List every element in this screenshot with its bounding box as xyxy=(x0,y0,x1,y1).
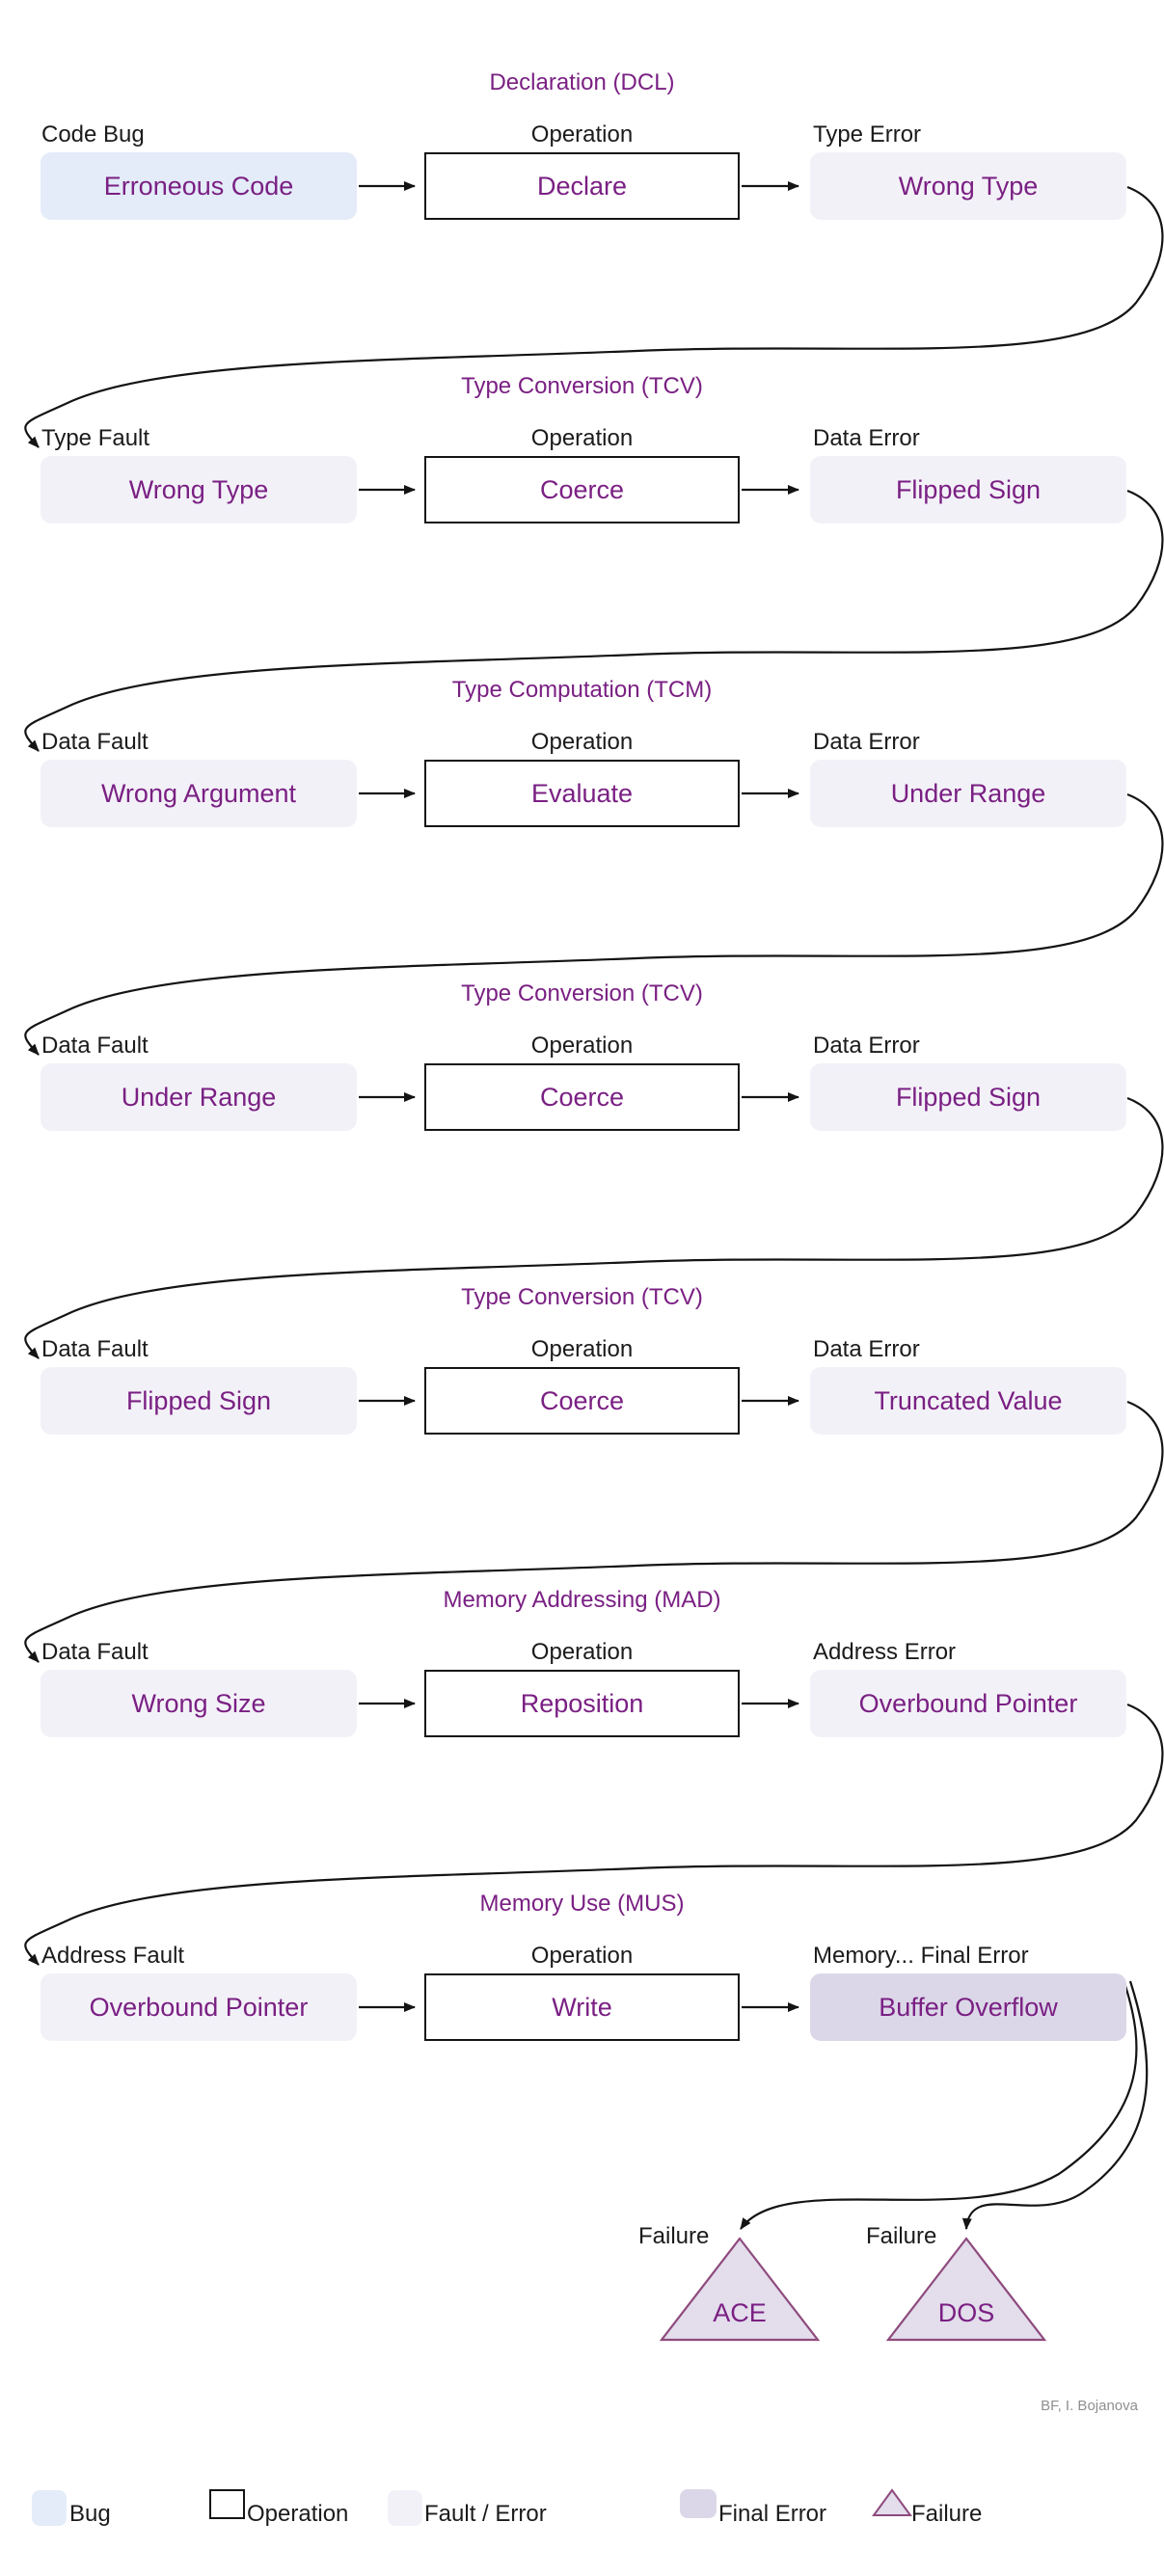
left-column-label: Address Fault xyxy=(41,1943,185,1969)
row-title: Type Computation (TCM) xyxy=(451,677,713,703)
legend-final-error-swatch xyxy=(680,2489,717,2518)
row-title: Memory Use (MUS) xyxy=(479,1891,685,1917)
legend-final-error-label: Final Error xyxy=(718,2501,827,2527)
right-column-label: Data Error xyxy=(813,1336,920,1362)
legend-operation-label: Operation xyxy=(247,2501,349,2527)
right-column-label: Memory... Final Error xyxy=(813,1943,1029,1969)
operation-box: Declare xyxy=(424,152,740,220)
fault-box: Wrong Size xyxy=(41,1670,357,1737)
operation-box: Reposition xyxy=(424,1670,740,1737)
left-column-label: Data Fault xyxy=(41,1639,149,1665)
error-to-next-fault-connector xyxy=(24,792,1164,1056)
error-box: Under Range xyxy=(810,760,1126,827)
left-column-label: Type Fault xyxy=(41,425,150,451)
fault-box: Flipped Sign xyxy=(41,1367,357,1435)
fault-box: Under Range xyxy=(41,1063,357,1131)
right-column-label: Type Error xyxy=(813,121,922,148)
failure-label-dos: Failure xyxy=(866,2223,937,2249)
operation-box: Evaluate xyxy=(424,760,740,827)
fault-box: Wrong Argument xyxy=(41,760,357,827)
right-column-label: Address Error xyxy=(813,1639,957,1665)
bug-box: Erroneous Code xyxy=(41,152,357,220)
operation-column-label: Operation xyxy=(530,1336,634,1362)
legend-bug-swatch xyxy=(32,2490,67,2526)
error-to-next-fault-connector xyxy=(24,1703,1164,1966)
credit-text: BF, I. Bojanova xyxy=(1041,2398,1138,2414)
row-title: Type Conversion (TCV) xyxy=(461,980,703,1006)
operation-column-label: Operation xyxy=(530,1943,634,1969)
legend-failure-label: Failure xyxy=(911,2501,983,2527)
fault-box: Wrong Type xyxy=(41,456,357,523)
error-to-next-fault-connector xyxy=(24,489,1164,752)
operation-column-label: Operation xyxy=(530,425,634,451)
operation-box: Write xyxy=(424,1973,740,2041)
legend-bug-label: Bug xyxy=(69,2501,111,2527)
legend-failure-triangle-icon xyxy=(872,2488,912,2516)
error-to-next-fault-connector xyxy=(24,1096,1164,1359)
final-error-box: Buffer Overflow xyxy=(810,1973,1126,2041)
operation-column-label: Operation xyxy=(530,729,634,755)
legend-fault-error-label: Fault / Error xyxy=(424,2501,547,2527)
left-column-label: Data Fault xyxy=(41,1033,149,1059)
row-title: Type Conversion (TCV) xyxy=(461,1284,703,1310)
error-box: Flipped Sign xyxy=(810,456,1126,523)
legend-fault-error-swatch xyxy=(388,2490,422,2526)
left-column-label: Data Fault xyxy=(41,1336,149,1362)
operation-box: Coerce xyxy=(424,1367,740,1435)
operation-box: Coerce xyxy=(424,1063,740,1131)
error-box: Overbound Pointer xyxy=(810,1670,1126,1737)
left-column-label: Data Fault xyxy=(41,729,149,755)
row-title: Declaration (DCL) xyxy=(489,69,675,95)
operation-column-label: Operation xyxy=(530,1639,634,1665)
operation-column-label: Operation xyxy=(530,121,634,148)
row-title: Memory Addressing (MAD) xyxy=(443,1587,721,1613)
error-box: Truncated Value xyxy=(810,1367,1126,1435)
row-title: Type Conversion (TCV) xyxy=(461,373,703,399)
operation-column-label: Operation xyxy=(530,1033,634,1059)
right-column-label: Data Error xyxy=(813,729,920,755)
failure-dos-text: DOS xyxy=(937,2298,995,2327)
failure-label-ace: Failure xyxy=(638,2223,710,2249)
right-column-label: Data Error xyxy=(813,1033,920,1059)
error-to-next-fault-connector xyxy=(24,185,1164,448)
left-column-label: Code Bug xyxy=(41,121,145,148)
right-column-label: Data Error xyxy=(813,425,920,451)
error-box: Flipped Sign xyxy=(810,1063,1126,1131)
error-box: Wrong Type xyxy=(810,152,1126,220)
operation-box: Coerce xyxy=(424,456,740,523)
fault-box: Overbound Pointer xyxy=(41,1973,357,2041)
legend-operation-swatch xyxy=(209,2489,245,2519)
failure-ace-text: ACE xyxy=(713,2298,767,2327)
error-to-next-fault-connector xyxy=(24,1400,1164,1663)
